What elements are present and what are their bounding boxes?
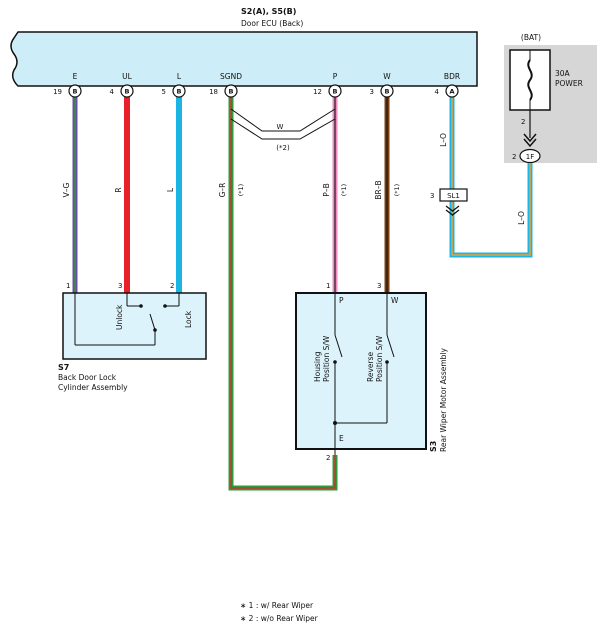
svg-text:L: L	[177, 72, 182, 81]
svg-text:B: B	[385, 88, 390, 96]
svg-text:W: W	[383, 72, 391, 81]
lock-assembly-code: S7	[58, 363, 69, 372]
motor-assembly-name: Rear Wiper Motor Assembly	[439, 348, 448, 452]
motor-junction	[333, 421, 337, 425]
motor-reverse-label-1: Reverse	[366, 351, 375, 382]
svg-text:19: 19	[53, 88, 62, 96]
ecu-terminal-w: W 3 B	[370, 72, 394, 98]
fuse-icon	[527, 59, 533, 101]
ecu-terminal-bdr: BDR 4 A	[435, 72, 460, 98]
ecu-terminal-p: P 12 B	[313, 72, 342, 98]
svg-text:UL: UL	[122, 72, 132, 81]
svg-text:B: B	[73, 88, 78, 96]
motor-term-p: P	[339, 296, 344, 305]
wire-label-p: P–B	[322, 183, 331, 196]
motor-term-w: W	[391, 296, 399, 305]
ecu-terminal-l: L 5 B	[162, 72, 186, 98]
splice-sl1	[439, 188, 468, 202]
svg-text:E: E	[73, 72, 78, 81]
lock-pin-1: 1	[66, 282, 70, 290]
ecu-connector-label: S2(A), S5(B)	[241, 7, 296, 16]
motor-housing-label-2: Position S/W	[322, 335, 331, 382]
splice-pin: 3	[430, 192, 434, 200]
lock-assembly-name-2: Cylinder Assembly	[58, 383, 128, 392]
svg-text:B: B	[333, 88, 338, 96]
wire-bypass-w	[230, 108, 336, 140]
bypass-label: W	[277, 123, 284, 131]
lock-switch-circuit	[74, 293, 180, 346]
wire-note-sgnd: (*1)	[237, 184, 245, 196]
connector-1f-pin: 2	[512, 153, 516, 161]
ecu-terminal-e: E 19 B	[53, 72, 82, 98]
bat-label: (BAT)	[521, 33, 541, 42]
svg-text:SGND: SGND	[220, 72, 242, 81]
motor-pin-p: 1	[326, 282, 330, 290]
wire-label-ul: R	[114, 187, 123, 192]
splice-chevron-icon	[445, 205, 460, 216]
wire-label-l: L	[166, 187, 175, 192]
wire-label-bdr-top: L–O	[439, 133, 448, 147]
wire-note-w: (*1)	[393, 184, 401, 196]
footnote-2: ∗ 2 : w/o Rear Wiper	[240, 614, 319, 623]
ecu-name: Door ECU (Back)	[241, 19, 303, 28]
bat-pin-top: 2	[521, 118, 525, 126]
svg-text:P: P	[333, 72, 338, 81]
wire-label-e: V–G	[62, 182, 71, 197]
lock-pin-2: 2	[170, 282, 174, 290]
svg-text:4: 4	[435, 88, 440, 96]
svg-text:12: 12	[313, 88, 322, 96]
ecu-terminal-sgnd: SGND 18 B	[209, 72, 242, 98]
motor-reverse-label-2: Position S/W	[375, 335, 384, 382]
svg-text:4: 4	[110, 88, 115, 96]
lock-lock-label: Lock	[184, 310, 193, 328]
svg-text:BDR: BDR	[444, 72, 460, 81]
svg-text:5: 5	[162, 88, 166, 96]
lock-contact-unlock	[139, 304, 143, 308]
lock-assembly-box	[62, 292, 207, 360]
connector-1f-label: 1F	[526, 153, 534, 161]
wire-label-w: BR–B	[374, 180, 383, 199]
svg-text:3: 3	[370, 88, 374, 96]
motor-pin-e: 2	[326, 454, 330, 462]
wire-note-p: (*1)	[340, 184, 348, 196]
ecu-terminal-ul: UL 4 B	[110, 72, 134, 98]
motor-switch-circuit	[334, 293, 395, 455]
wire-sgnd	[228, 97, 338, 491]
splice-id: SL1	[447, 192, 460, 200]
lock-contact-lock	[163, 304, 167, 308]
motor-contact-reverse	[385, 360, 389, 364]
fuse-amp: 30A	[555, 69, 571, 78]
bypass-note: (*2)	[276, 144, 290, 152]
connector-arrow-icon	[523, 133, 537, 148]
motor-term-e: E	[339, 434, 344, 443]
motor-assembly-code: S3	[429, 441, 438, 452]
lock-unlock-label: Unlock	[115, 304, 124, 330]
svg-text:18: 18	[209, 88, 218, 96]
fuse-name: POWER	[555, 79, 583, 88]
motor-housing-label-1: Housing	[313, 351, 322, 382]
motor-contact-housing	[333, 360, 337, 364]
lock-assembly-name-1: Back Door Lock	[58, 373, 117, 382]
connector-1f	[519, 148, 541, 164]
ecu-box	[10, 31, 478, 87]
motor-pin-w: 3	[377, 282, 381, 290]
lock-contact-common	[153, 328, 157, 332]
wire-bdr	[449, 97, 533, 258]
wire-label-sgnd: G–R	[218, 183, 227, 198]
svg-text:B: B	[229, 88, 234, 96]
svg-text:B: B	[125, 88, 130, 96]
wire-label-bdr-bottom: L–O	[517, 211, 526, 225]
footnote-1: ∗ 1 : w/ Rear Wiper	[240, 601, 314, 610]
lock-pin-3: 3	[118, 282, 122, 290]
svg-text:A: A	[449, 88, 454, 96]
svg-text:B: B	[177, 88, 182, 96]
